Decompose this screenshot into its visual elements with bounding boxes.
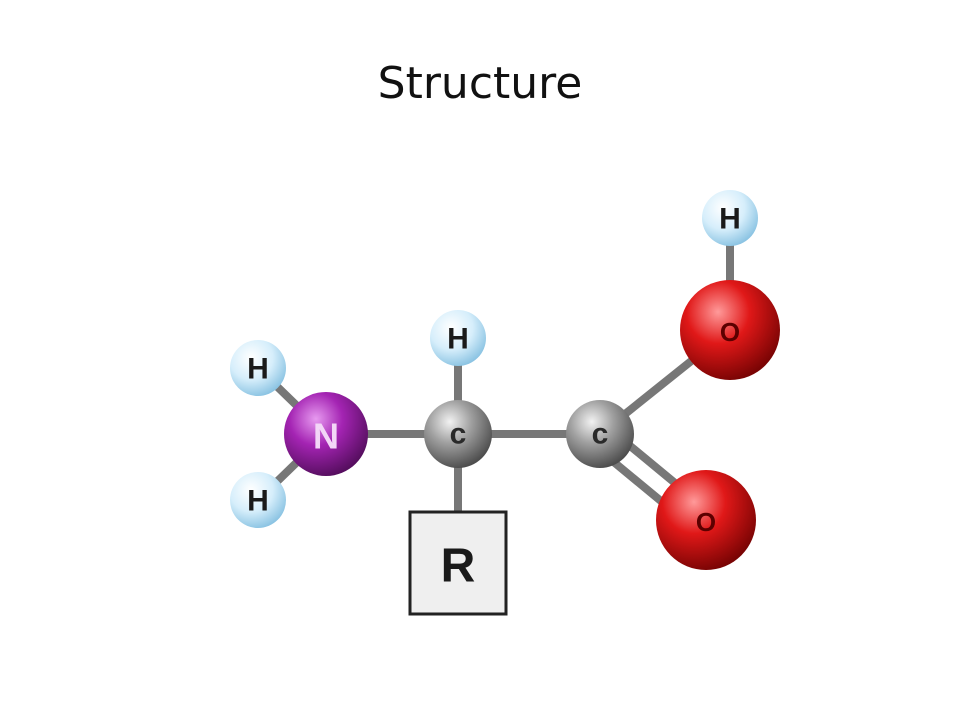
side-chain-box: R: [408, 510, 508, 616]
atom-label: H: [447, 323, 469, 356]
atom-o-hydroxyl: O: [680, 280, 780, 380]
atom-h-n-top: H: [230, 340, 286, 396]
atom-label: O: [720, 317, 740, 347]
side-chain-label: R: [441, 540, 476, 593]
bonds: [254, 214, 734, 534]
atom-h-c-alpha: H: [430, 310, 486, 366]
atom-label: O: [696, 507, 716, 537]
atom-h-n-bottom: H: [230, 472, 286, 528]
atom-n: N: [284, 392, 368, 476]
atom-label: H: [247, 485, 269, 518]
atom-label: c: [450, 418, 467, 451]
atom-h-o: H: [702, 190, 758, 246]
slide-title: Structure: [377, 58, 583, 109]
atom-o-carbonyl: O: [656, 470, 756, 570]
atom-c-alpha: c: [424, 400, 492, 468]
atom-label: c: [592, 418, 609, 451]
atom-label: H: [247, 353, 269, 386]
atom-c-carboxyl: c: [566, 400, 634, 468]
atom-label: N: [313, 416, 339, 457]
atom-label: H: [719, 203, 741, 236]
